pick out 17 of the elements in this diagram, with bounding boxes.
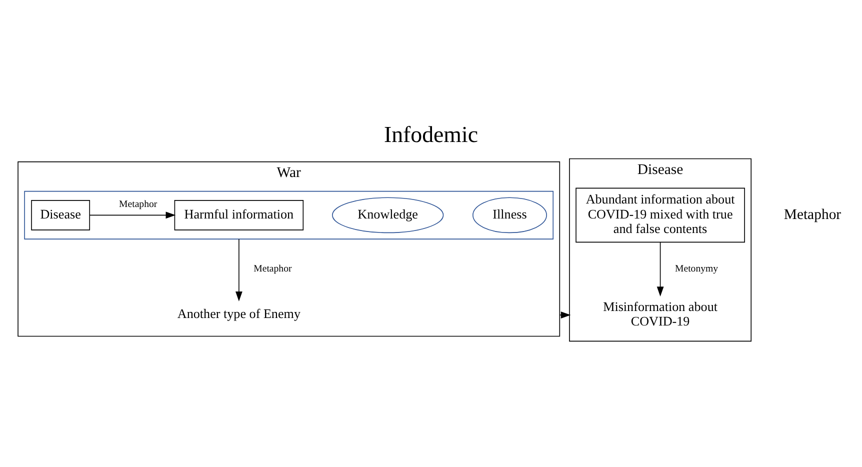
node-text: Misinformation about COVID-19: [603, 298, 718, 328]
node-ellipse: Knowledge: [332, 196, 444, 233]
arrow: [236, 238, 242, 301]
node-text: Another type of Enemy: [177, 306, 300, 321]
edge-label: Metaphor: [119, 198, 158, 210]
label: Metaphor: [784, 206, 842, 222]
diagram-title: Infodemic: [384, 121, 478, 146]
arrow: [656, 241, 664, 296]
edge-label: Metonymy: [675, 263, 718, 274]
arrow: [89, 211, 176, 218]
node-box: Abundant information about COVID-19 mixed with true and false contents: [576, 187, 745, 242]
node-box: Harmful information: [174, 200, 304, 230]
node-ellipse: Illness: [472, 196, 547, 233]
node-box: Disease: [31, 200, 90, 230]
arrow: [559, 311, 571, 318]
edge-label: Metaphor: [254, 263, 292, 274]
cluster: [24, 190, 554, 239]
